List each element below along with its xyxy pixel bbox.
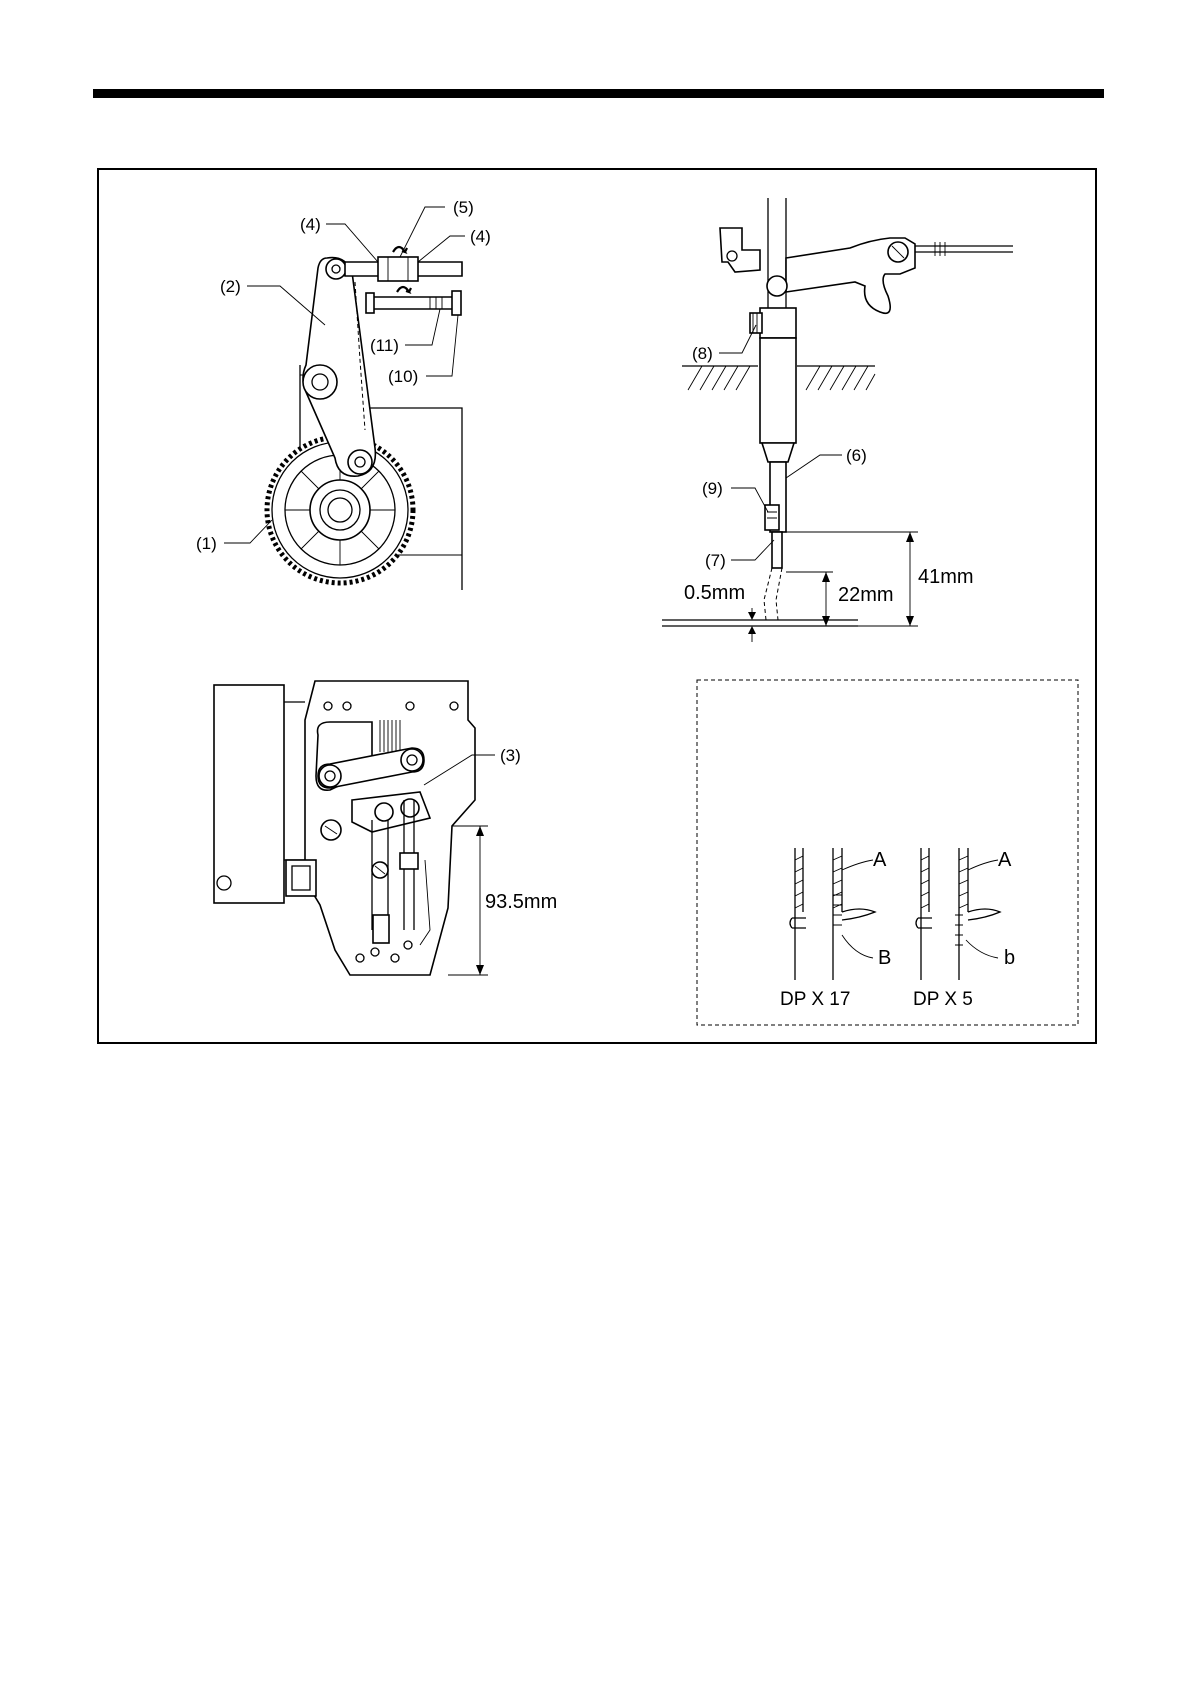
callout-8: (8) bbox=[692, 344, 713, 363]
face-plate-drawing bbox=[214, 681, 495, 975]
dimension-93.5mm: 93.5mm bbox=[485, 891, 557, 913]
callout-11: (11) bbox=[370, 336, 399, 355]
callout-4-right: (4) bbox=[470, 227, 491, 246]
callout-6: (6) bbox=[846, 446, 867, 465]
callout-1: (1) bbox=[196, 534, 217, 553]
gear-mechanism-drawing bbox=[224, 207, 465, 590]
caption-dp-x-5: DP X 5 bbox=[913, 989, 973, 1010]
callout-3: (3) bbox=[500, 746, 521, 765]
callout-4-left: (4) bbox=[300, 215, 321, 234]
label-A-right: A bbox=[998, 849, 1012, 871]
label-A-left: A bbox=[873, 849, 887, 871]
label-b: b bbox=[1004, 947, 1015, 969]
callout-2: (2) bbox=[220, 277, 241, 296]
callout-7: (7) bbox=[705, 551, 726, 570]
callout-10: (10) bbox=[388, 367, 418, 386]
callout-5: (5) bbox=[453, 198, 474, 217]
label-B: B bbox=[878, 947, 891, 969]
needle-type-inset bbox=[697, 680, 1078, 1025]
dimension-22mm: 22mm bbox=[838, 584, 894, 606]
caption-dp-x-17: DP X 17 bbox=[780, 989, 850, 1010]
callout-9: (9) bbox=[702, 479, 723, 498]
dimension-0.5mm: 0.5mm bbox=[684, 582, 745, 604]
dimension-41mm: 41mm bbox=[918, 566, 974, 588]
